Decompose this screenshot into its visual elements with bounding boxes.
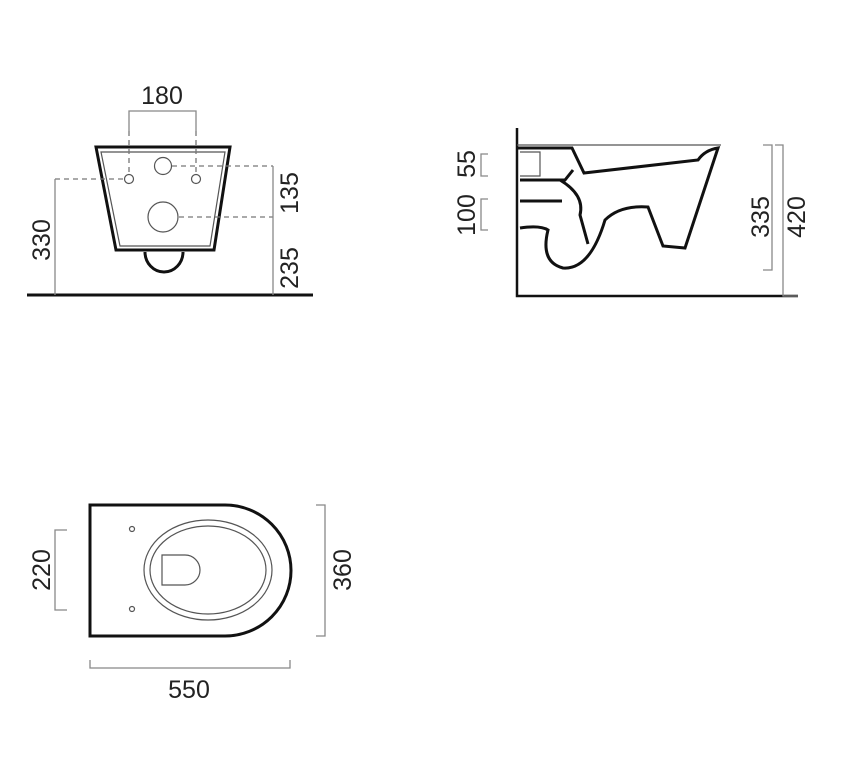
dim-label-135: 135 <box>276 172 304 214</box>
fixing-hole-right <box>190 173 202 185</box>
inlet-pipe <box>520 151 541 177</box>
wall-floor-line <box>515 128 798 298</box>
dim-180-dash <box>128 131 197 174</box>
bowl-inner-outline <box>100 151 226 247</box>
side-view: 55 100 335 420 <box>453 128 811 298</box>
dim-label-180: 180 <box>141 82 183 110</box>
dim-180-bracket <box>128 110 197 131</box>
fixing-hole-left <box>123 173 135 185</box>
bowl-outline <box>94 145 232 252</box>
dim-label-100: 100 <box>453 194 481 236</box>
dim-brackets-left <box>480 153 488 231</box>
front-view: 180 330 135 235 <box>27 82 313 297</box>
outlet-hole <box>147 201 179 233</box>
flush-channel <box>520 169 590 245</box>
dim-label-235: 235 <box>276 247 304 289</box>
fixing-hole-top <box>128 525 136 533</box>
dim-550-bracket <box>89 660 291 669</box>
top-outline <box>88 503 293 638</box>
bowl-rim-outer <box>143 519 273 621</box>
dim-label-550: 550 <box>168 676 210 704</box>
bowl-drain <box>161 554 201 586</box>
dim-vertical-lines <box>54 166 274 295</box>
dim-220-bracket <box>54 529 67 611</box>
dim-360-bracket <box>316 504 326 637</box>
top-view: 220 360 550 <box>28 503 357 704</box>
dim-label-360: 360 <box>329 549 357 591</box>
dim-dash-lines <box>55 165 273 218</box>
inlet-hole <box>153 156 173 176</box>
trap-outline <box>143 251 185 274</box>
dim-label-220: 220 <box>28 549 56 591</box>
bowl-rim-inner <box>149 525 267 615</box>
fixing-hole-bottom <box>128 605 136 613</box>
dim-label-335: 335 <box>747 196 775 238</box>
dim-label-55: 55 <box>453 150 481 178</box>
dim-label-420: 420 <box>783 196 811 238</box>
bowl-profile <box>517 146 721 270</box>
dim-brackets-right <box>763 144 798 297</box>
dim-label-330: 330 <box>28 219 56 261</box>
